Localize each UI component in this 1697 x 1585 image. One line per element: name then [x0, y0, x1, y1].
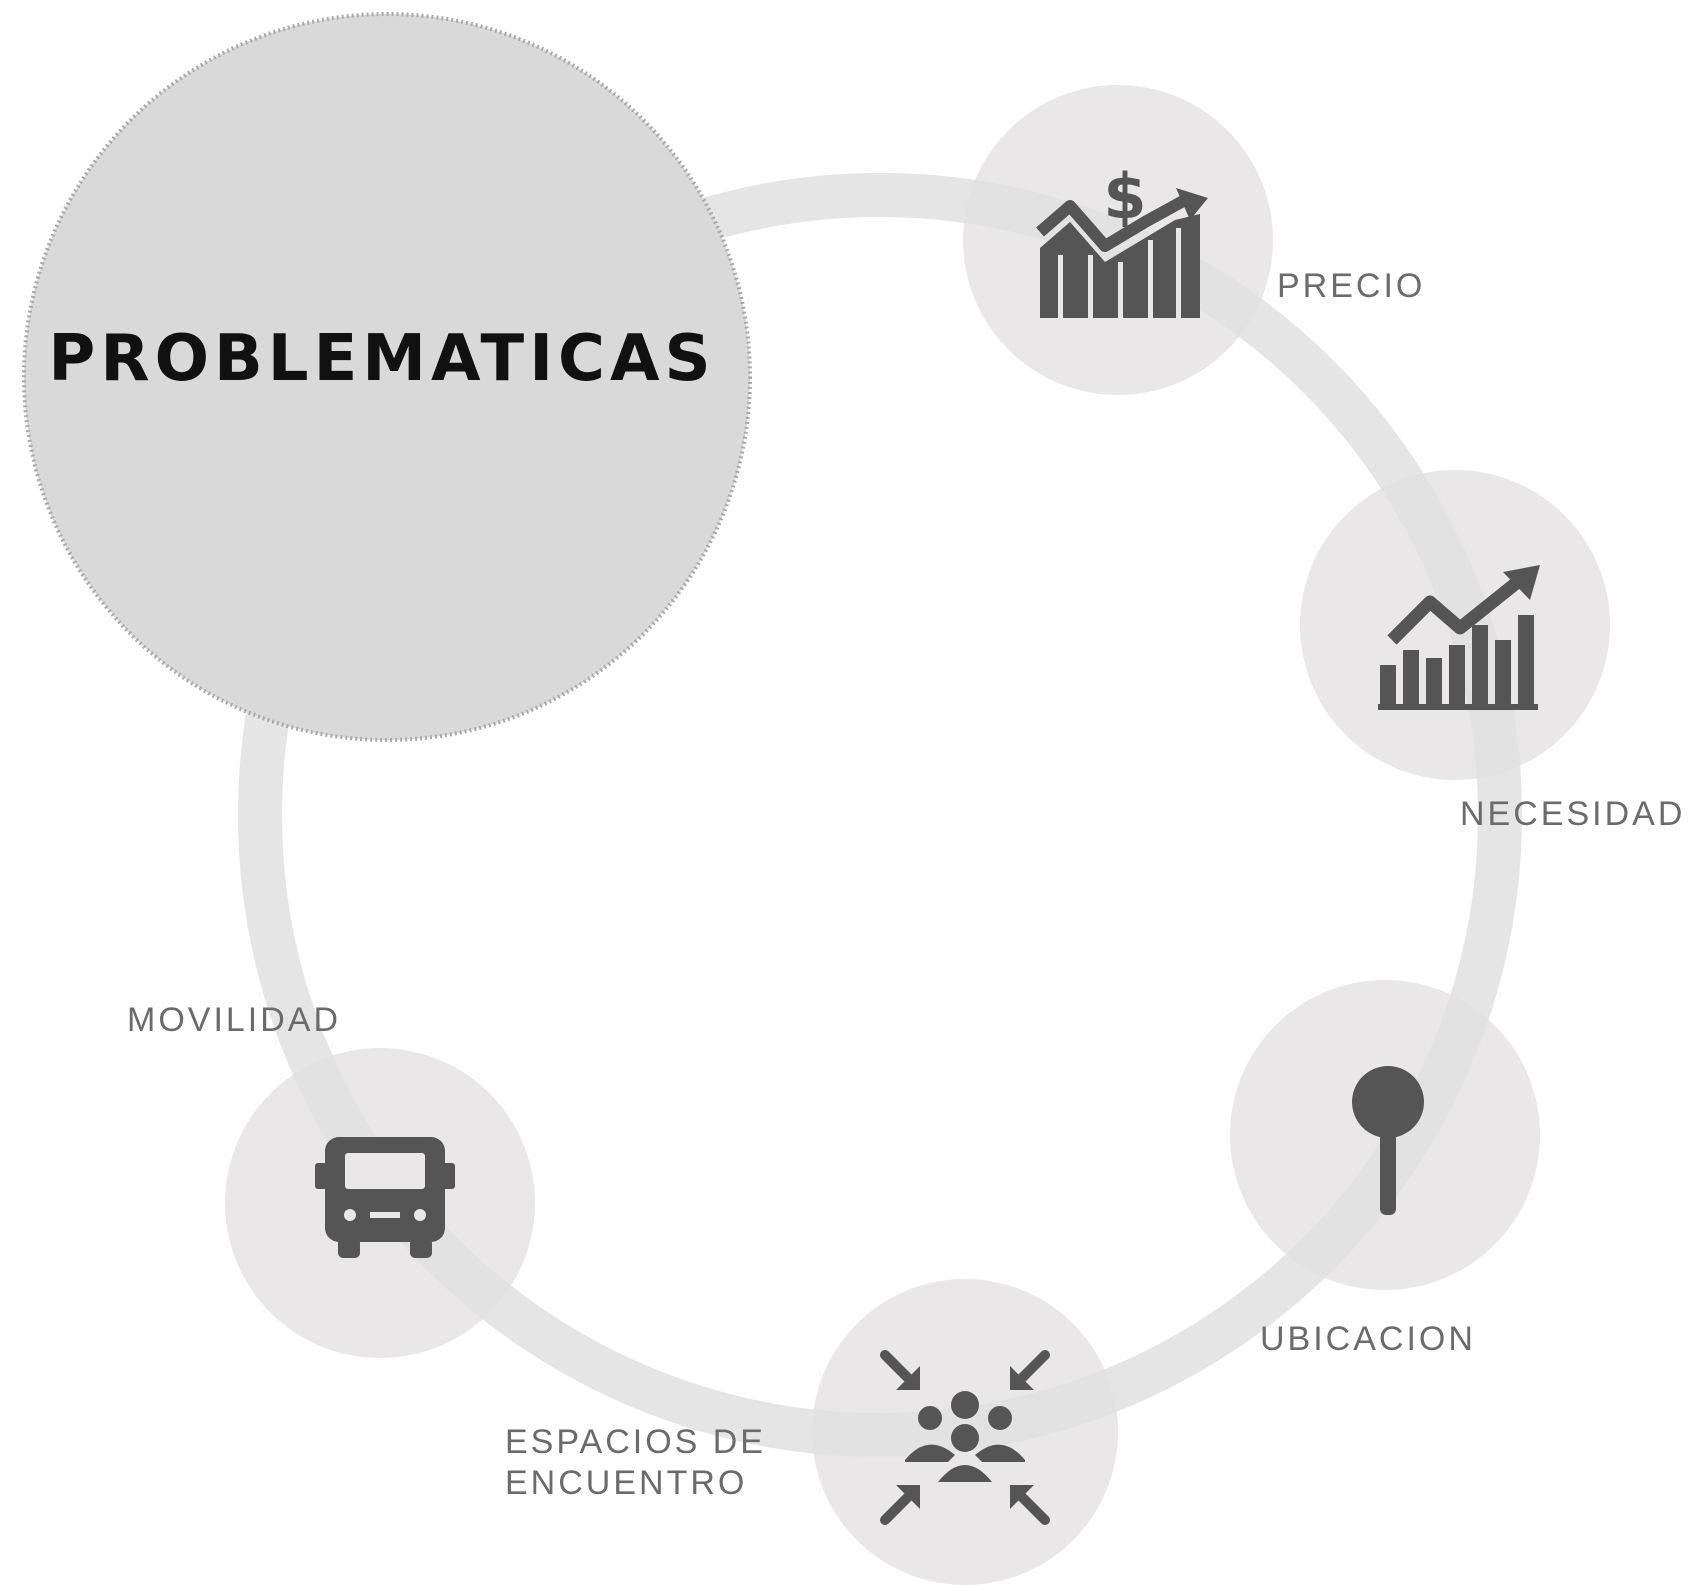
precio-label: PRECIO — [1277, 267, 1425, 305]
location-pin-icon — [1352, 1066, 1424, 1215]
espacios-label-line-2: ENCUENTRO — [505, 1464, 747, 1502]
ubicacion-label: UBICACION — [1260, 1320, 1476, 1358]
espacios-label-line-1: ESPACIOS DE — [505, 1423, 766, 1461]
people-gathering-icon — [880, 1350, 1050, 1525]
price-increase-chart-icon: $ — [1036, 160, 1208, 318]
connecting-ring — [238, 173, 1522, 1457]
movilidad-label: MOVILIDAD — [127, 1001, 341, 1039]
diagram-title: PROBLEMATICAS — [48, 322, 715, 396]
growth-bar-chart-icon — [1378, 565, 1540, 710]
necesidad-label: NECESIDAD — [1460, 795, 1685, 833]
title-circle — [22, 12, 752, 742]
bus-icon — [315, 1137, 455, 1258]
